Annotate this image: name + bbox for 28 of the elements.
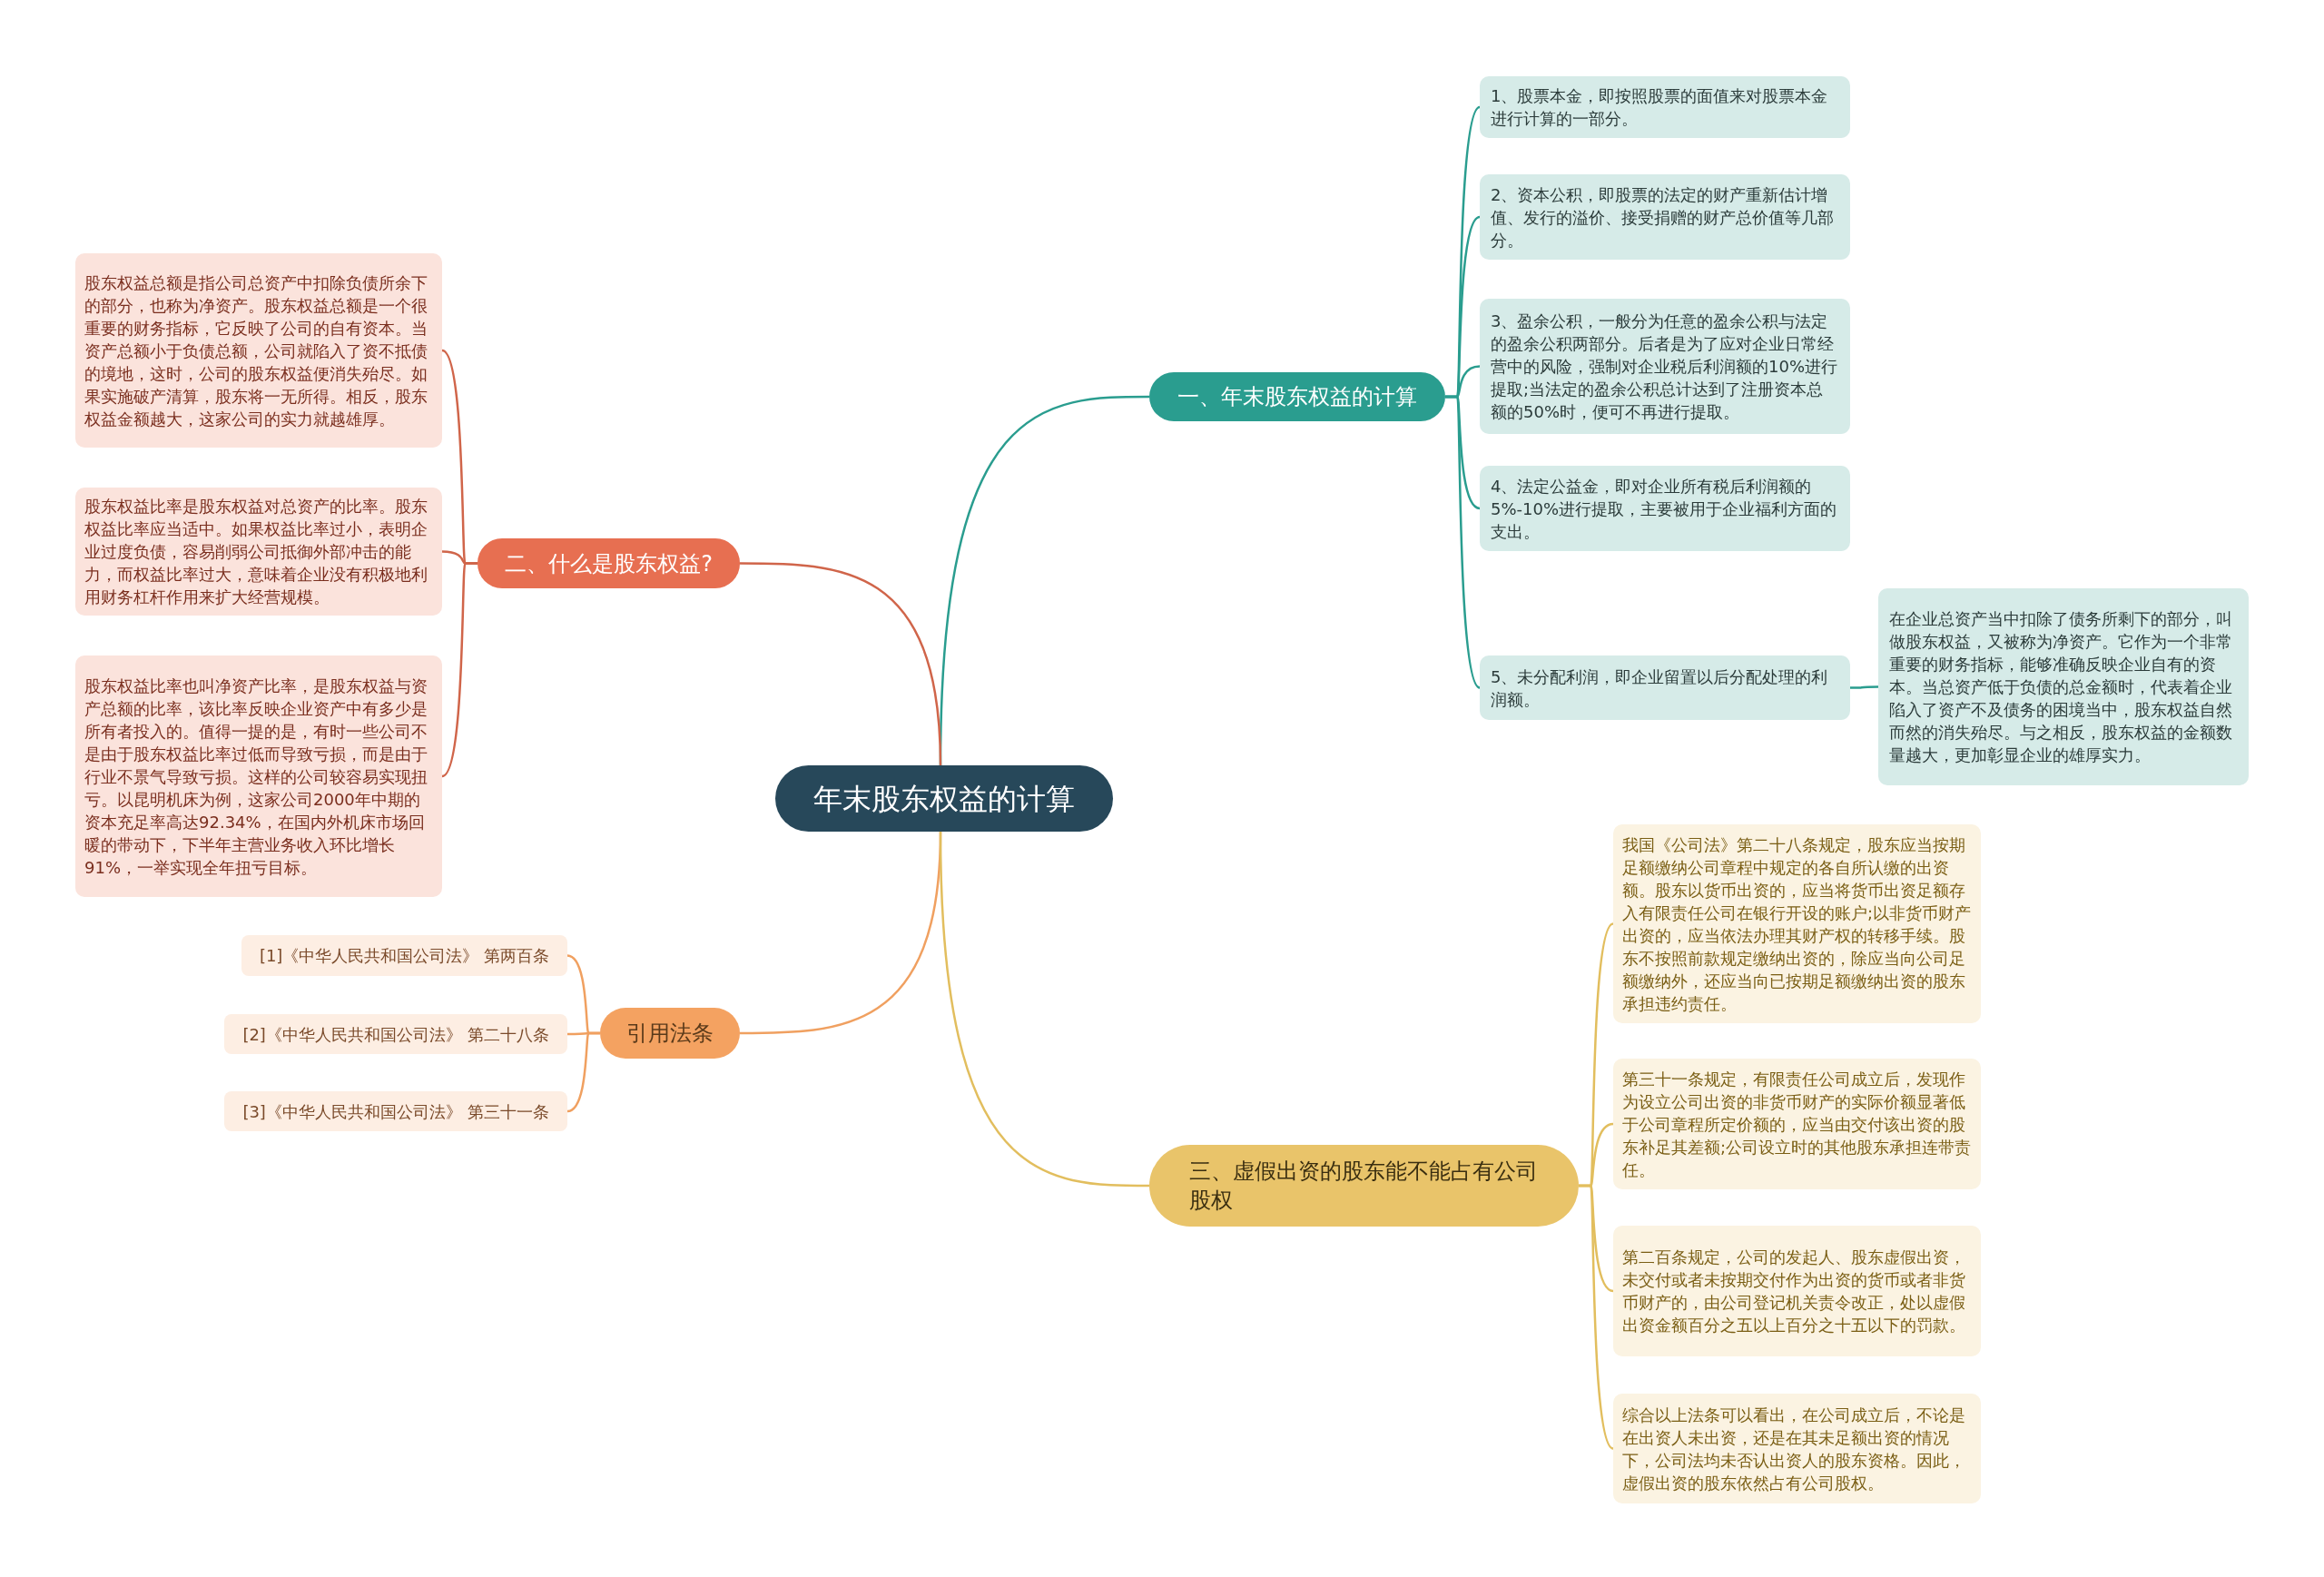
connector-line <box>740 562 942 766</box>
branch-topic: 引用法条 <box>600 1008 740 1059</box>
reference-tag: [1]《中华人民共和国公司法》 第两百条 <box>241 935 567 976</box>
connector-line <box>566 1031 600 1113</box>
connector-line <box>1850 685 1878 689</box>
note-card: 股东权益比率也叫净资产比率，是股东权益与资产总额的比率，该比率反映企业资产中有多少是所有者投入的。值得一提的是，有时一些公司不是由于股东权益比率过低而导致亏损，而是由于行业不景气导致亏损。这样的公司较容易实现扭亏。以昆明机床为例，这家公司2000年中期的资本充足率高达92.34%，在国内外机床市场回暖的带动下，下半年主营业务收入环比增长91%，一举实现全年扭亏目标。 <box>75 655 442 897</box>
note-card: 1、股票本金，即按照股票的面值来对股票本金进行计算的一部分。 <box>1480 76 1850 138</box>
branch-topic: 三、虚假出资的股东能不能占有公司股权 <box>1149 1145 1579 1227</box>
reference-tag: [2]《中华人民共和国公司法》 第二十八条 <box>224 1014 567 1054</box>
connector-line <box>939 831 1149 1188</box>
connector-line <box>441 562 478 777</box>
reference-tag: [3]《中华人民共和国公司法》 第三十一条 <box>224 1091 567 1131</box>
note-card: 3、盈余公积，一般分为任意的盈余公积与法定的盈余公积两部分。后者是为了应对企业日常经营中的风险，强制对企业税后利润额的10%进行提取;当法定的盈余公积总计达到了注册资本总额的50%时，便可不再进行提取。 <box>1480 299 1850 434</box>
note-card: 2、资本公积，即股票的法定的财产重新估计增值、发行的溢价、接受捐赠的财产总价值等几部分。 <box>1480 174 1850 260</box>
central-topic: 年末股东权益的计算 <box>775 765 1113 832</box>
note-card: 股东权益总额是指公司总资产中扣除负债所余下的部分，也称为净资产。股东权益总额是一个很重要的财务指标，它反映了公司的自有资本。当资产总额小于负债总额，公司就陷入了资不抵债的境地，这时，公司的股东权益便消失殆尽。如果实施破产清算，股东将一无所得。相反，股东权益金额越大，这家公司的实力就越雄厚。 <box>75 253 442 448</box>
note-card: 我国《公司法》第二十八条规定，股东应当按期足额缴纳公司章程中规定的各自所认缴的出资额。股东以货币出资的，应当将货币出资足额存入有限责任公司在银行开设的账户;以非货币财产出资的，应当依法办理其财产权的转移手续。股东不按照前款规定缴纳出资的，除应当向公司足额缴纳外，还应当向已按期足额缴纳出资的股东承担违约责任。 <box>1613 824 1981 1023</box>
note-card: 4、法定公益金，即对企业所有税后利润额的5%-10%进行提取，主要被用于企业福利方面的支出。 <box>1480 466 1850 551</box>
note-card: 在企业总资产当中扣除了债务所剩下的部分，叫做股东权益，又被称为净资产。它作为一个非常重要的财务指标，能够准确反映企业自有的资本。当总资产低于负债的总金额时，代表着企业陷入了资产不及债务的困境当中，股东权益自然而然的消失殆尽。与之相反，股东权益的金额数量越大，更加彰显企业的雄厚实力。 <box>1878 588 2249 785</box>
connector-line <box>1579 1184 1614 1450</box>
note-card: 5、未分配利润，即企业留置以后分配处理的利润额。 <box>1480 655 1850 720</box>
note-card: 第三十一条规定，有限责任公司成立后，发现作为设立公司出资的非货币财产的实际价额显著低于公司章程所定价额的，应当由交付该出资的股东补足其差额;公司设立时的其他股东承担连带责任。 <box>1613 1059 1981 1189</box>
branch-topic: 二、什么是股东权益? <box>478 538 740 588</box>
note-card: 第二百条规定，公司的发起人、股东虚假出资，未交付或者未按期交付作为出资的货币或者非货币财产的，由公司登记机关责令改正，处以虚假出资金额百分之五以上百分之十五以下的罚款。 <box>1613 1226 1981 1356</box>
connector-line <box>1445 395 1481 689</box>
branch-topic: 一、年末股东权益的计算 <box>1149 372 1445 421</box>
note-card: 综合以上法条可以看出，在公司成立后，不论是在出资人未出资，还是在其未足额出资的情况下，公司法均未否认出资人的股东资格。因此，虚假出资的股东依然占有公司股权。 <box>1613 1394 1981 1503</box>
note-card: 股东权益比率是股东权益对总资产的比率。股东权益比率应当适中。如果权益比率过小，表明企业过度负债，容易削弱公司抵御外部冲击的能力，而权益比率过大，意味着企业没有积极地利用财务杠杆作用来扩大经营规模。 <box>75 488 442 616</box>
